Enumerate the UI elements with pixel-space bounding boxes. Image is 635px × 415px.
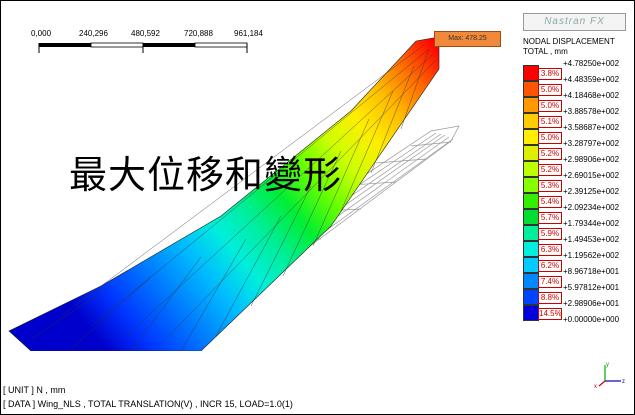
contour-legend: Nastran FX NODAL DISPLACEMENT TOTAL , mm… <box>521 13 634 333</box>
legend-percentage: 5.9% <box>538 228 562 240</box>
legend-swatch <box>523 193 539 209</box>
legend-swatch <box>523 97 539 113</box>
legend-percentage: 5.0% <box>538 100 562 112</box>
legend-percentage: 5.4% <box>538 196 562 208</box>
legend-tick-label: +1.49453e+002 <box>563 235 620 244</box>
legend-tick-label: +2.98906e+002 <box>563 155 620 164</box>
scale-label-3: 720,888 <box>184 29 213 38</box>
legend-swatch <box>523 209 539 225</box>
legend-title-line1: NODAL DISPLACEMENT <box>523 37 615 46</box>
brand-logo: Nastran FX <box>523 13 626 31</box>
legend-swatch <box>523 289 539 305</box>
legend-percentage: 6.2% <box>538 260 562 272</box>
legend-percentage: 14.5% <box>538 308 562 320</box>
legend-tick-label: +1.19562e+002 <box>563 251 620 260</box>
legend-swatch <box>523 305 539 321</box>
legend-percentage: 5.1% <box>538 116 562 128</box>
axis-y-label: y <box>606 362 609 368</box>
unit-info: [ UNIT ] N , mm <box>3 385 66 395</box>
legend-tick-label: +8.96718e+001 <box>563 267 620 276</box>
legend-swatch <box>523 257 539 273</box>
legend-swatch <box>523 241 539 257</box>
legend-swatch <box>523 129 539 145</box>
legend-percentage: 6.3% <box>538 244 562 256</box>
overlay-title: 最大位移和變形 <box>69 153 343 197</box>
legend-swatch <box>523 225 539 241</box>
legend-swatch <box>523 273 539 289</box>
legend-percentage: 3.8% <box>538 68 562 80</box>
axis-x-label: x <box>594 384 597 389</box>
axis-z-label: z <box>622 379 625 385</box>
legend-tick-label: +3.88578e+002 <box>563 107 620 116</box>
legend-swatch <box>523 145 539 161</box>
legend-tick-label: +2.39125e+002 <box>563 187 620 196</box>
scale-label-1: 240,296 <box>79 29 108 38</box>
legend-percentage: 5.2% <box>538 164 562 176</box>
scale-label-4: 961,184 <box>234 29 263 38</box>
legend-tick-label: +2.69015e+002 <box>563 171 620 180</box>
legend-swatch <box>523 113 539 129</box>
legend-percentage: 5.0% <box>538 132 562 144</box>
legend-tick-label: +2.98906e+001 <box>563 299 620 308</box>
legend-tick-label: +4.18468e+002 <box>563 91 620 100</box>
deformed-wing-mesh <box>30 44 437 351</box>
legend-percentage: 5.2% <box>538 148 562 160</box>
legend-tick-label: +4.78250e+002 <box>563 59 620 68</box>
scale-label-2: 480,592 <box>131 29 160 38</box>
scale-bar <box>38 42 248 53</box>
max-value-tag: Max: 478.25 <box>434 31 501 47</box>
legend-title-line2: TOTAL , mm <box>523 47 568 56</box>
legend-tick-label: +1.79344e+002 <box>563 219 620 228</box>
legend-swatch <box>523 177 539 193</box>
legend-title: NODAL DISPLACEMENT TOTAL , mm <box>523 37 615 57</box>
legend-swatch <box>523 161 539 177</box>
legend-percentage: 5.3% <box>538 180 562 192</box>
scale-label-0: 0,000 <box>31 29 52 38</box>
model-viewport[interactable] <box>1 1 521 351</box>
legend-tick-label: +3.28797e+002 <box>563 139 620 148</box>
axis-triad: y z x <box>594 362 625 389</box>
legend-swatch <box>523 81 539 97</box>
legend-tick-label: +2.09234e+002 <box>563 203 620 212</box>
legend-percentage: 8.8% <box>538 292 562 304</box>
legend-tick-label: +4.48359e+002 <box>563 75 620 84</box>
data-info: [ DATA ] Wing_NLS , TOTAL TRANSLATION(V)… <box>3 399 293 409</box>
legend-percentage: 5.0% <box>538 84 562 96</box>
legend-tick-label: +3.58687e+002 <box>563 123 620 132</box>
legend-tick-label: +0.00000e+000 <box>563 315 620 324</box>
legend-tick-label: +5.97812e+001 <box>563 283 620 292</box>
legend-percentage: 5.7% <box>538 212 562 224</box>
legend-percentage: 7.4% <box>538 276 562 288</box>
legend-swatch <box>523 65 539 81</box>
